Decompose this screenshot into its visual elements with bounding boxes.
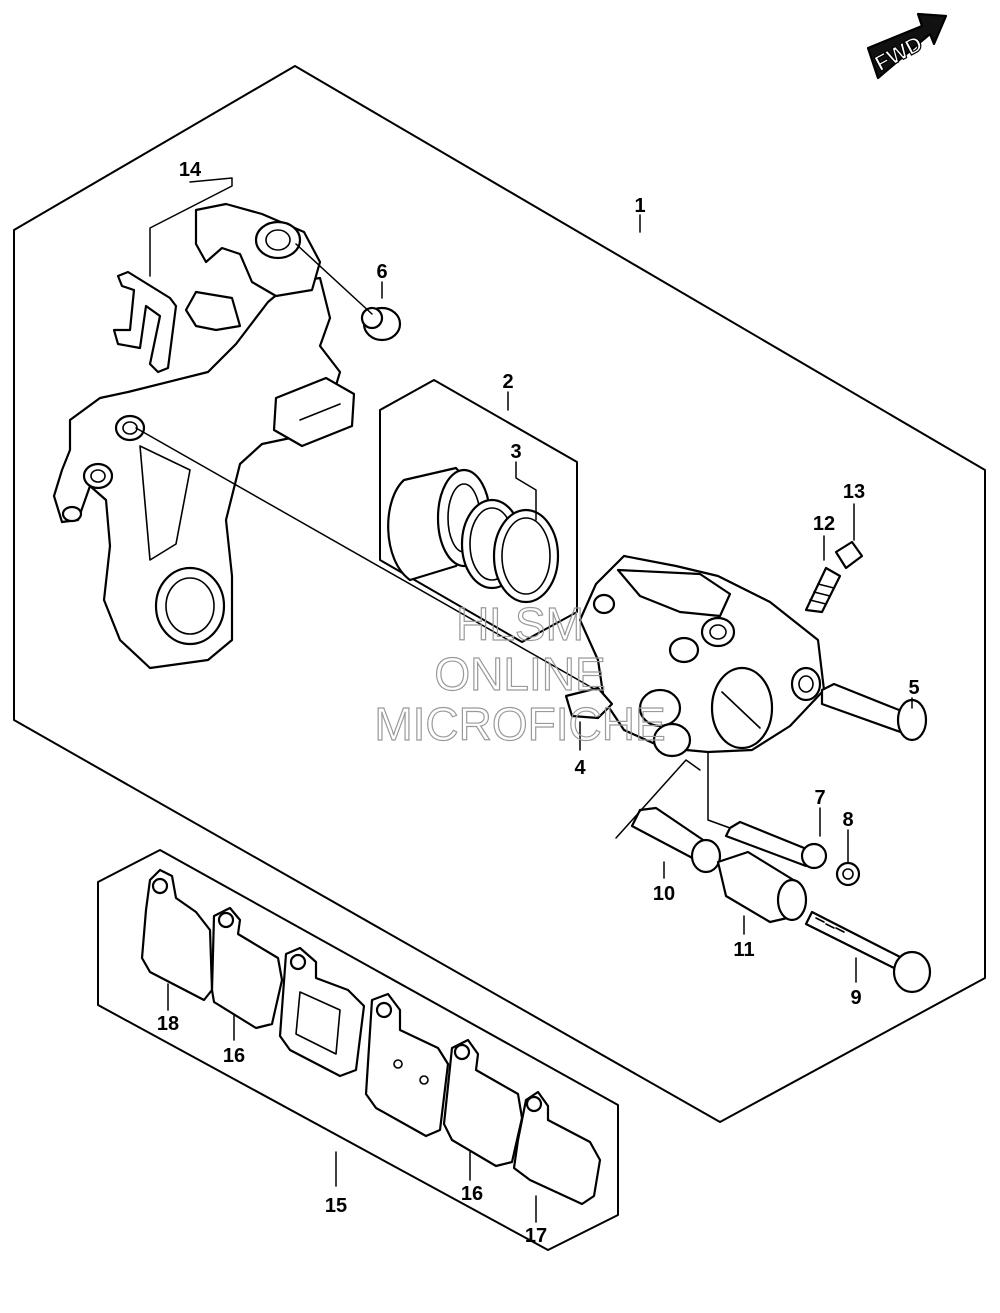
bleeder-screw bbox=[804, 540, 864, 614]
callout-1: 1 bbox=[634, 195, 645, 217]
callout-18: 18 bbox=[157, 1013, 179, 1035]
brake-pad-left bbox=[278, 946, 366, 1078]
brake-pad-right bbox=[364, 992, 450, 1138]
pad-set-frame bbox=[97, 849, 619, 1251]
caliper-body bbox=[578, 554, 826, 758]
watermark-line-1: HLSM bbox=[456, 598, 584, 650]
watermark-line-3: MICROFICHE bbox=[374, 698, 665, 750]
callout-10: 10 bbox=[653, 883, 675, 905]
brake-pad-shim-16a bbox=[210, 906, 284, 1030]
nut-part-8 bbox=[835, 861, 861, 887]
cap-part-6 bbox=[360, 306, 402, 342]
bolt-part-7 bbox=[724, 820, 828, 870]
callout-11: 11 bbox=[733, 939, 754, 961]
callout-16-left: 16 bbox=[223, 1045, 245, 1067]
callout-3: 3 bbox=[510, 441, 521, 463]
callout-9: 9 bbox=[850, 987, 861, 1009]
callout-2: 2 bbox=[502, 371, 513, 393]
callout-4: 4 bbox=[574, 757, 586, 779]
watermark-line-2: ONLINE bbox=[434, 648, 605, 700]
piston-seals bbox=[460, 498, 560, 604]
pad-spring bbox=[112, 270, 178, 374]
callout-13: 13 bbox=[843, 481, 865, 503]
boot-part-11 bbox=[716, 850, 808, 924]
callout-6: 6 bbox=[376, 261, 387, 283]
callout-14: 14 bbox=[179, 159, 202, 181]
brake-pad-shim-16b bbox=[442, 1038, 524, 1168]
brake-pad-outer bbox=[140, 868, 214, 1002]
leader-lines bbox=[135, 177, 913, 1223]
brake-pad-shim-17 bbox=[512, 1090, 602, 1206]
piston-kit-frame bbox=[379, 379, 578, 643]
callout-17: 17 bbox=[525, 1225, 547, 1247]
callout-8: 8 bbox=[842, 809, 853, 831]
callout-7: 7 bbox=[814, 787, 825, 809]
bolt-part-9 bbox=[804, 910, 932, 994]
slide-pin bbox=[820, 682, 928, 742]
watermark: HLSM ONLINE MICROFICHE bbox=[374, 597, 667, 750]
callout-15: 15 bbox=[325, 1195, 347, 1217]
callout-16-right: 16 bbox=[461, 1183, 483, 1205]
callout-labels: 1 2 3 4 5 6 7 8 9 10 11 12 13 14 15 16 1… bbox=[157, 159, 920, 1247]
fwd-arrow-icon: FWD bbox=[866, 12, 948, 80]
callout-12: 12 bbox=[813, 513, 835, 535]
sleeve-part-10 bbox=[630, 806, 722, 874]
caliper-bracket bbox=[52, 202, 356, 670]
assembly-frame bbox=[13, 65, 986, 1123]
cap-part-4 bbox=[564, 686, 614, 720]
callout-5: 5 bbox=[908, 677, 919, 699]
